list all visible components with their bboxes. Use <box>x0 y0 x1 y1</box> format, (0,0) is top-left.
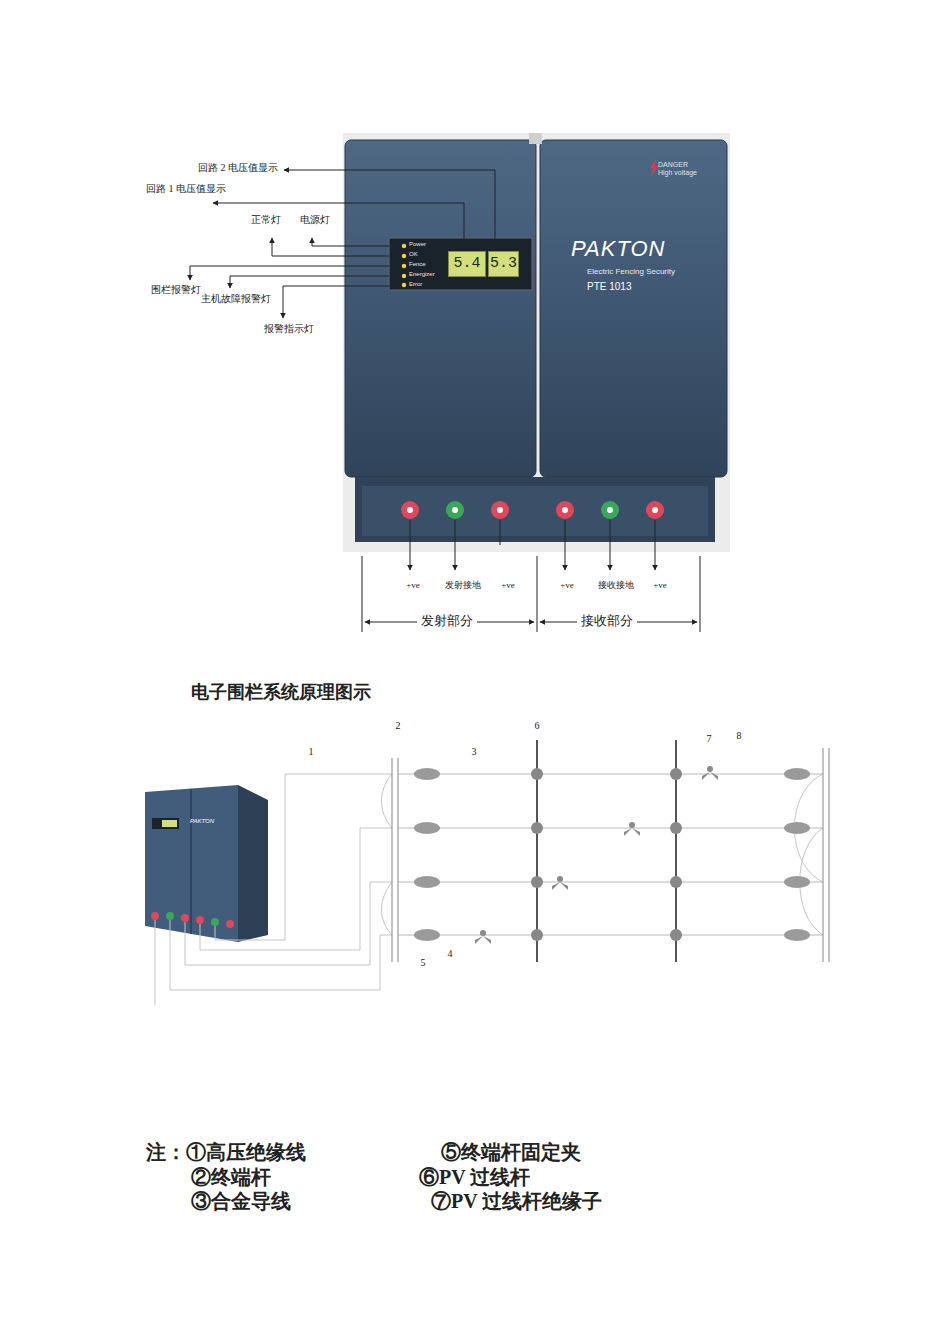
model-number: PTE 1013 <box>587 281 631 292</box>
callout-number: 4 <box>447 948 454 960</box>
note-text: ⑦PV 过线杆绝缘子 <box>430 1190 603 1213</box>
led-label: Fence <box>409 261 426 268</box>
lcd-window: 5.3 <box>488 251 519 277</box>
hv-cable <box>155 774 823 1005</box>
callout-number: 5 <box>420 957 427 969</box>
voltage-reading: 5.4 <box>453 256 480 273</box>
callout-label: 报警指示灯 <box>263 323 315 335</box>
callout-number: 3 <box>471 746 478 758</box>
led-label: Power <box>409 241 426 248</box>
callout-label: 围栏报警灯 <box>150 284 202 296</box>
display-panel: PowerOK FenceEnergizerError 5.4 5.3 <box>389 238 532 290</box>
led-label: Error <box>409 281 422 288</box>
terminal-label: 接收接地 <box>597 580 635 590</box>
callout-label: 主机故障报警灯 <box>200 293 272 305</box>
callout-label: 电源灯 <box>299 214 331 226</box>
callout-number: 8 <box>736 730 743 742</box>
insulators <box>414 768 810 941</box>
note-text: ⑥PV 过线杆 <box>418 1166 531 1189</box>
note-text: ⑤终端杆固定夹 <box>440 1141 582 1164</box>
callout-number: 1 <box>308 746 315 758</box>
note-text: ②终端杆 <box>190 1166 272 1189</box>
led-label: Energizer <box>409 271 435 278</box>
callout-label: 正常灯 <box>250 214 282 226</box>
leader-lines <box>190 170 700 632</box>
terminal-label: +ve <box>559 580 575 590</box>
energizer-illustration <box>145 785 268 942</box>
terminal-label: +ve <box>652 580 668 590</box>
terminal-posts-fence <box>392 748 829 962</box>
warning-text: DANGER High voltage <box>658 161 702 176</box>
callout-label: 回路 2 电压值显示 <box>197 162 279 174</box>
diagram-title: 电子围栏系统原理图示 <box>190 682 372 703</box>
lcd-window: 5.4 <box>448 251 486 277</box>
terminal-label: +ve <box>405 580 421 590</box>
led-label: OK <box>409 251 418 258</box>
note-text: 注：①高压绝缘线 <box>145 1141 307 1164</box>
terminal-posts <box>401 501 664 519</box>
voltage-reading: 5.3 <box>490 256 517 273</box>
brand-name: PAKTON <box>190 818 214 825</box>
wire-clamps <box>475 766 718 944</box>
product-line: Electric Fencing Security <box>587 268 675 277</box>
energizer-unit: PAKTON <box>145 780 268 942</box>
alloy-wires <box>398 774 823 935</box>
energizer-housing <box>343 133 730 552</box>
terminal-label: 发射接地 <box>444 580 482 590</box>
callout-number: 6 <box>534 720 541 732</box>
brand-name: PAKTON <box>571 237 665 261</box>
callout-label: 回路 1 电压值显示 <box>145 183 227 195</box>
pv-posts <box>531 740 682 962</box>
section-label: 发射部分 <box>417 614 477 629</box>
callout-number: 7 <box>706 733 713 745</box>
callout-number: 2 <box>395 720 402 732</box>
energizer-housing: DANGER High voltagePAKTON Electric Fencin… <box>345 140 727 475</box>
section-label: 接收部分 <box>577 614 637 629</box>
terminal-label: +ve <box>500 580 516 590</box>
note-text: ③合金导线 <box>190 1190 292 1213</box>
